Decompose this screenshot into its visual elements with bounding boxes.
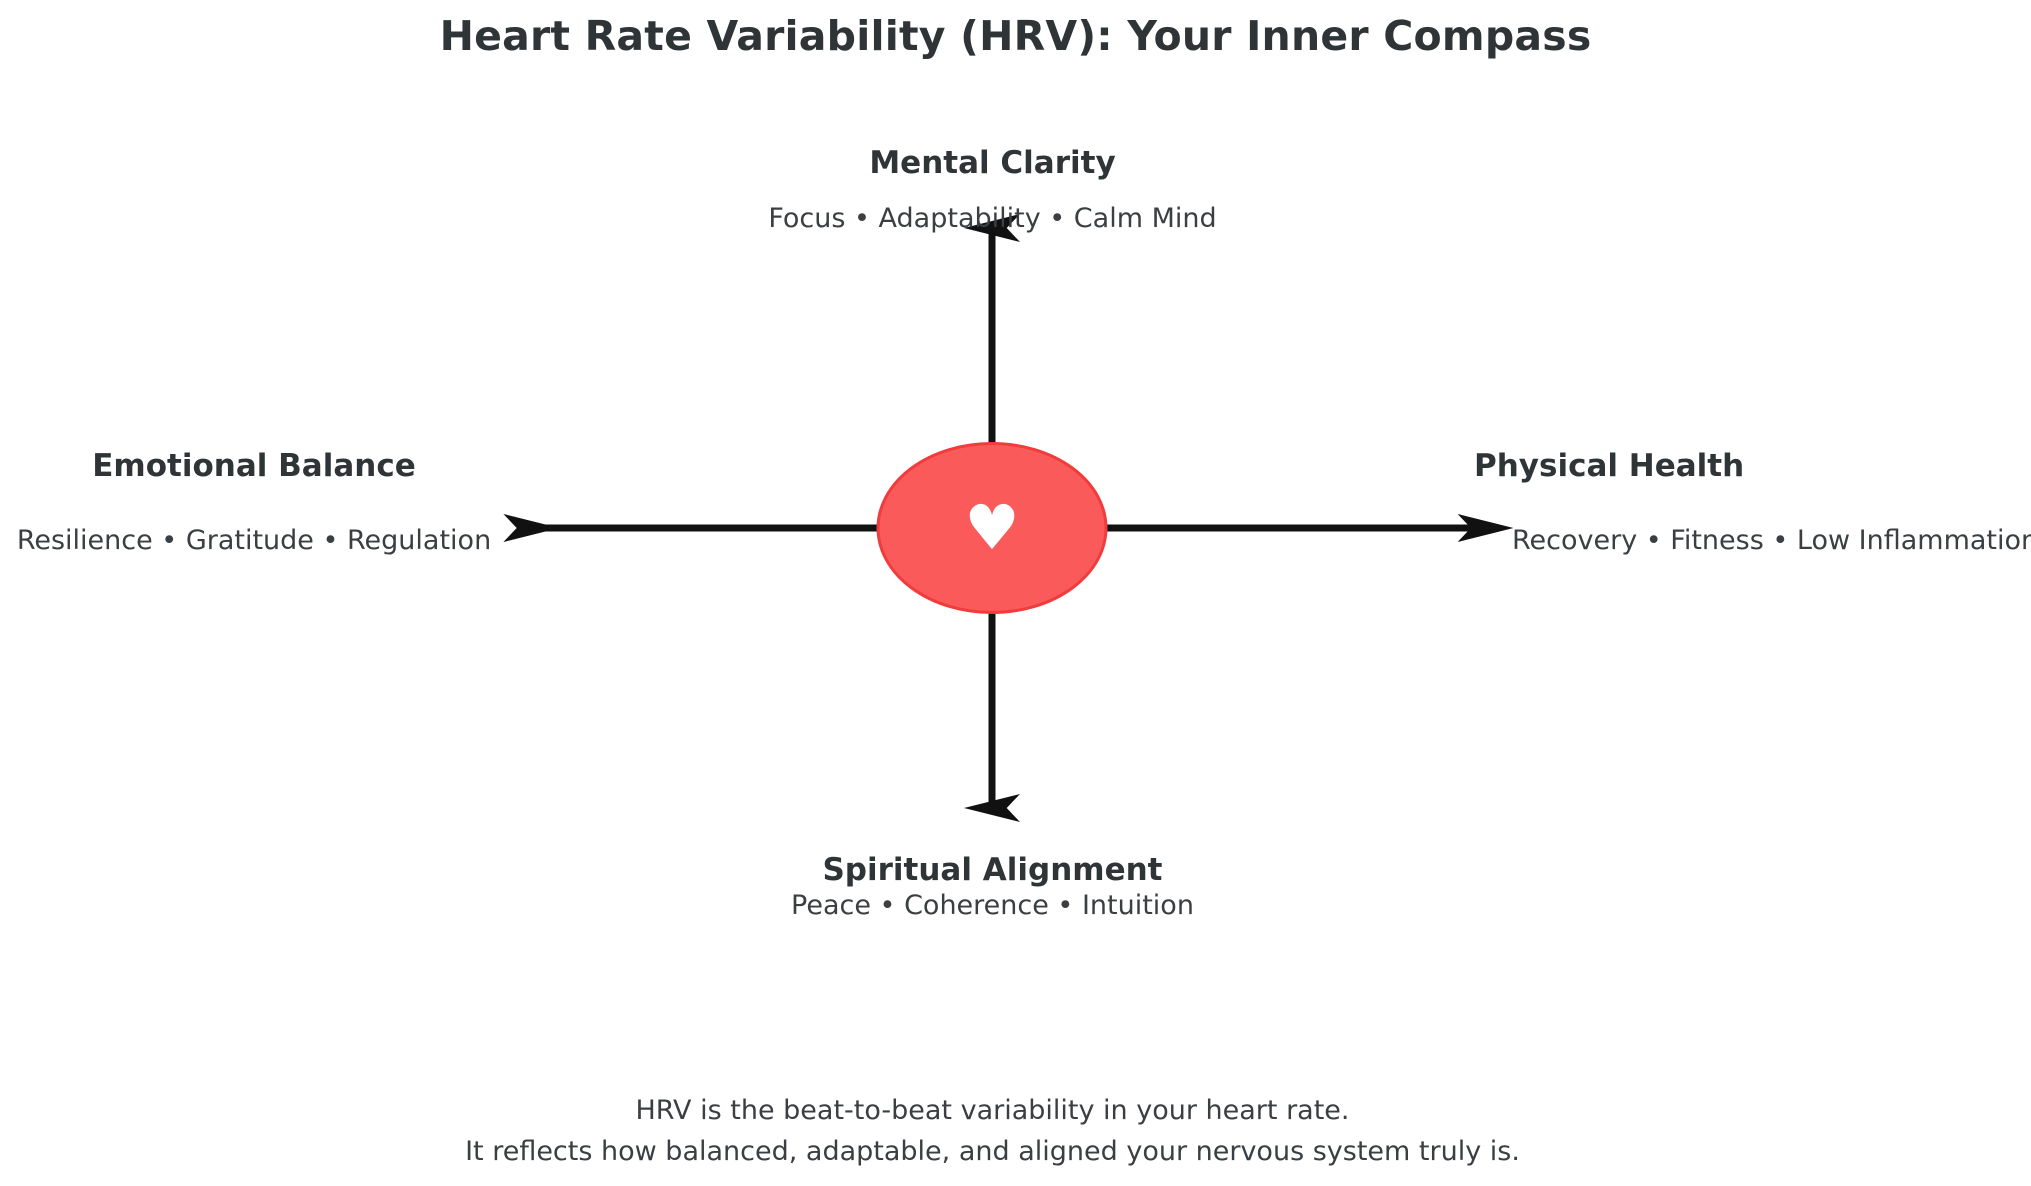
quadrant-subtitle-spiritual-alignment: Peace • Coherence • Intuition [791,890,1194,921]
quadrant-heading-mental-clarity: Mental Clarity [869,145,1116,181]
footer-caption: HRV is the beat-to-beat variability in y… [0,1090,1985,1172]
quadrant-subtitle-mental-clarity: Focus • Adaptability • Calm Mind [768,203,1217,234]
footer-line-1: HRV is the beat-to-beat variability in y… [635,1095,1350,1126]
quadrant-subtitle-emotional-balance: Resilience • Gratitude • Regulation [16,525,492,556]
footer-line-2: It reflects how balanced, adaptable, and… [465,1136,1520,1167]
quadrant-subtitle-physical-health: Recovery • Fitness • Low Inflammation [1512,525,2031,556]
page-title: Heart Rate Variability (HRV): Your Inner… [439,12,1592,60]
center-node-ellipse [876,442,1108,614]
quadrant-heading-emotional-balance: Emotional Balance [92,448,416,484]
quadrant-heading-spiritual-alignment: Spiritual Alignment [822,852,1163,888]
quadrant-heading-physical-health: Physical Health [1474,448,1745,484]
